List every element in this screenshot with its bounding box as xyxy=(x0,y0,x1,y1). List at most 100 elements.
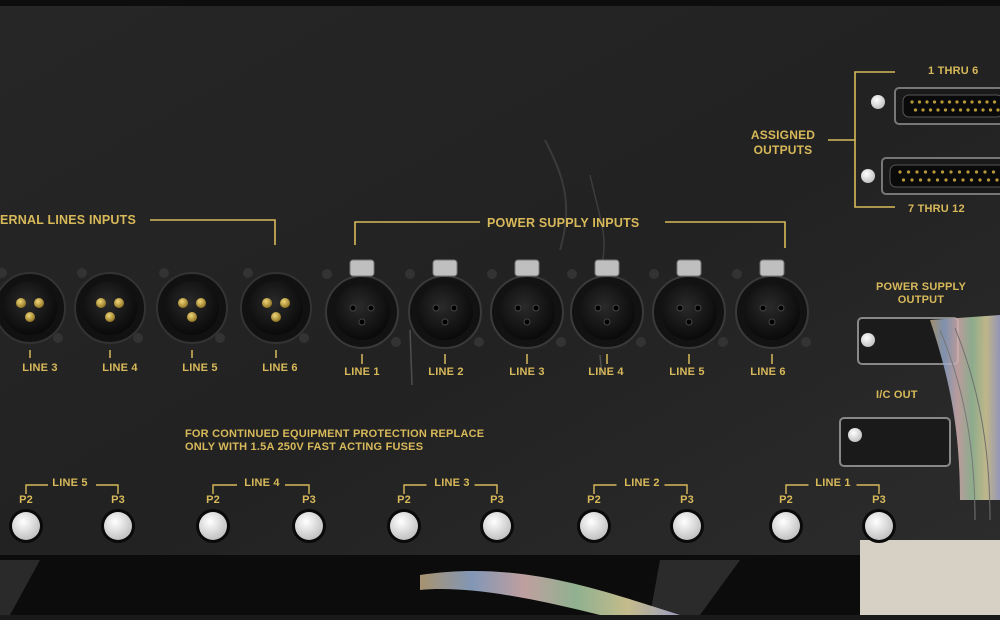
dsub-pin xyxy=(927,178,931,182)
dsub-pin xyxy=(983,170,987,174)
assigned-label: ASSIGNED xyxy=(750,128,816,142)
power-supply-inputs-header: POWER SUPPLY INPUTS xyxy=(487,216,640,230)
fuse-bracket xyxy=(785,484,809,494)
dsub-pin xyxy=(957,170,962,174)
dsub-pin xyxy=(958,108,963,112)
dsub-pin xyxy=(935,178,940,182)
dsub-pin xyxy=(962,100,967,104)
fuse-bracket xyxy=(664,484,688,494)
dsub-pin xyxy=(970,100,974,104)
dsub-pin xyxy=(986,178,991,182)
fuse-holder xyxy=(9,509,43,543)
dsub-pin xyxy=(991,170,996,174)
dsub-pin xyxy=(966,170,970,174)
dsub-pin xyxy=(898,170,902,174)
panel-face xyxy=(0,0,1000,555)
dsub-pin xyxy=(936,108,940,112)
male-xlr-connector xyxy=(0,268,66,358)
fuse-holder xyxy=(292,509,326,543)
fuse-p3-label: P3 xyxy=(111,494,125,506)
male-xlr-connector xyxy=(240,268,312,358)
dsub-pin xyxy=(966,108,970,112)
fuse-p3-label: P3 xyxy=(680,494,694,506)
female-line-label: LINE 6 xyxy=(750,366,786,378)
female-xlr-connector xyxy=(732,259,811,364)
dsub-pin xyxy=(996,108,1000,112)
female-xlr-connector xyxy=(405,259,484,364)
fuse-p2-label: P2 xyxy=(206,494,220,506)
dsub-pin xyxy=(952,178,957,182)
fuse-bracket xyxy=(856,484,880,494)
dsub-pin xyxy=(910,100,914,104)
dsub-pin xyxy=(944,178,948,182)
power-supply-output-label-2: OUTPUT xyxy=(897,294,945,306)
male-line-label: LINE 6 xyxy=(262,362,298,374)
dsub-pin xyxy=(992,100,997,104)
dsub-pin xyxy=(977,100,982,104)
range-bottom-label: 7 THRU 12 xyxy=(908,203,965,215)
dsub-pin xyxy=(951,108,955,112)
fuse-bracket xyxy=(285,484,310,494)
dsub-pin xyxy=(988,108,993,112)
fuse-p2-label: P2 xyxy=(587,494,601,506)
dsub-connector-bottom xyxy=(861,157,1000,195)
male-line-label: LINE 5 xyxy=(182,362,218,374)
fuse-holder xyxy=(670,509,704,543)
ribbon-cable-bottom xyxy=(420,570,680,615)
fuse-group-label: LINE 2 xyxy=(624,477,660,489)
dsub-pin xyxy=(910,178,914,182)
fuse-bracket xyxy=(96,484,119,494)
ic-out-label: I/C OUT xyxy=(876,389,918,401)
fuse-group-label: LINE 3 xyxy=(434,477,470,489)
fuse-p3-label: P3 xyxy=(490,494,504,506)
range-top-label: 1 THRU 6 xyxy=(928,65,979,77)
warning-line-1: FOR CONTINUED EQUIPMENT PROTECTION REPLA… xyxy=(185,428,485,440)
dsub-pin xyxy=(949,170,953,174)
fuse-group-label: LINE 4 xyxy=(244,477,280,489)
fuse-p2-label: P2 xyxy=(397,494,411,506)
dsub-pin xyxy=(918,178,923,182)
dsub-pin xyxy=(928,108,933,112)
female-line-label: LINE 3 xyxy=(509,366,545,378)
dsub-pin xyxy=(915,170,919,174)
fuse-holder xyxy=(196,509,230,543)
dsub-pin xyxy=(913,108,918,112)
female-xlr-connector xyxy=(322,259,401,364)
ribbon-cable-power-supply-output xyxy=(857,315,1000,521)
dsub-pin xyxy=(906,170,911,174)
fuse-bracket xyxy=(593,484,617,494)
fuse-holder xyxy=(480,509,514,543)
dsub-pin xyxy=(973,108,978,112)
fuse-p3-label: P3 xyxy=(872,494,886,506)
fuse-bracket xyxy=(474,484,498,494)
male-xlr-connector xyxy=(156,268,228,358)
dsub-pin xyxy=(995,178,999,182)
dsub-pin xyxy=(921,108,925,112)
fuse-holder xyxy=(577,509,611,543)
fuse-bracket xyxy=(25,484,48,494)
dsub-pin xyxy=(943,108,948,112)
dsub-pin xyxy=(917,100,922,104)
dsub-pin xyxy=(923,170,928,174)
dsub-pin xyxy=(985,100,989,104)
fuse-p2-label: P2 xyxy=(779,494,793,506)
dsub-pin xyxy=(901,178,906,182)
fuse-holder xyxy=(769,509,803,543)
dsub-pin xyxy=(969,178,974,182)
fuse-holder xyxy=(387,509,421,543)
external-lines-inputs-header: ERNAL LINES INPUTS xyxy=(0,213,137,227)
dsub-pin xyxy=(947,100,952,104)
dsub-pin xyxy=(955,100,959,104)
female-xlr-connector xyxy=(567,259,646,364)
ic-out-connector xyxy=(839,417,951,467)
dsub-pin xyxy=(974,170,979,174)
fuse-p2-label: P2 xyxy=(19,494,33,506)
female-xlr-connector xyxy=(487,259,566,364)
fuse-holder xyxy=(101,509,135,543)
fuse-bracket xyxy=(212,484,237,494)
fuse-holder xyxy=(862,509,896,543)
power-supply-output-label-1: POWER SUPPLY xyxy=(875,281,967,293)
fuse-group-label: LINE 5 xyxy=(52,477,88,489)
